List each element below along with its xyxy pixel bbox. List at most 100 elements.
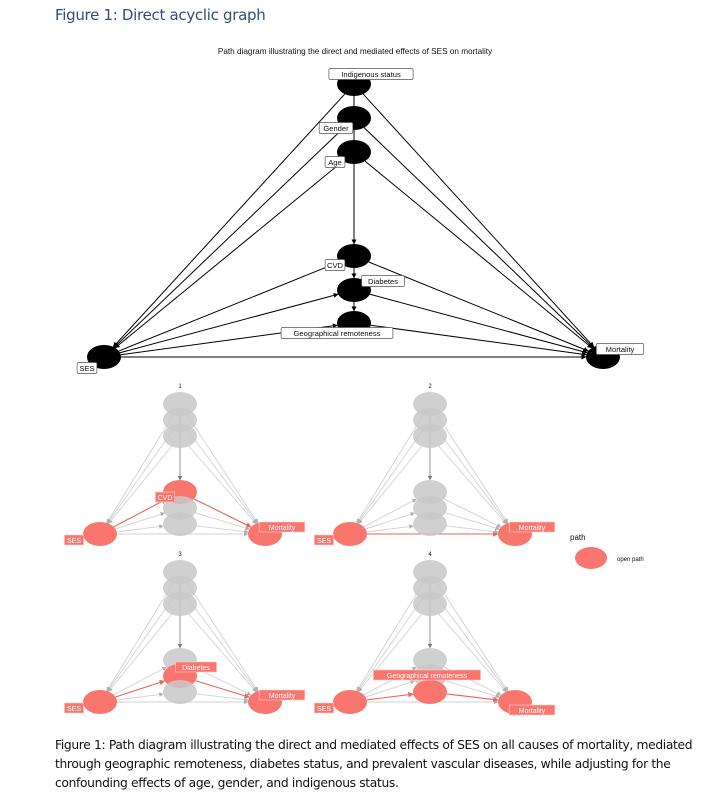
svg-text:Gender: Gender bbox=[323, 124, 349, 133]
node-label-geo: Geographical remoteness bbox=[280, 327, 394, 339]
svg-text:Mortality: Mortality bbox=[606, 345, 635, 354]
panel-number: 2 bbox=[428, 384, 432, 390]
panel-node-age bbox=[413, 592, 447, 616]
panel-edge-ses-geo bbox=[366, 524, 414, 533]
edge-diabetes-mortality bbox=[369, 293, 588, 354]
panel-node-geo bbox=[163, 680, 197, 704]
svg-text:CVD: CVD bbox=[327, 261, 344, 270]
panel-label-geo: Geographical remoteness bbox=[373, 669, 481, 681]
svg-text:SES: SES bbox=[67, 706, 81, 713]
panel-edge-age-mortality bbox=[438, 445, 507, 525]
panel-edge-ses-geo bbox=[366, 691, 414, 701]
panel-label-mortality: Mortality bbox=[508, 704, 556, 716]
panel-label-cvd: CVD bbox=[155, 491, 175, 503]
panel-node-age bbox=[163, 424, 197, 448]
panel-label-mortality: Mortality bbox=[508, 521, 556, 533]
panel-node-geo bbox=[413, 680, 447, 704]
node-label-age: Age bbox=[324, 156, 346, 168]
legend-title: path bbox=[570, 533, 586, 542]
panel-edge-indigenous-mortality bbox=[186, 582, 259, 692]
edge-indigenous-ses bbox=[112, 93, 346, 348]
legend: path open path bbox=[570, 533, 644, 569]
panel-edge-ses-cvd bbox=[113, 666, 167, 696]
panel-node-geo bbox=[413, 512, 447, 536]
edge-age-ses bbox=[114, 160, 344, 349]
panel-edge-age-ses bbox=[358, 446, 422, 524]
panel-number: 1 bbox=[178, 384, 182, 390]
panel-edge-gender-ses bbox=[357, 430, 423, 524]
edge-indigenous-mortality bbox=[362, 93, 595, 348]
panel-edge-ses-cvd bbox=[363, 498, 417, 528]
node-cvd bbox=[337, 244, 371, 268]
node-label-diabetes: Diabetes bbox=[361, 275, 405, 287]
panel-edge-diabetes-mortality bbox=[195, 512, 250, 531]
dag-figure: Path diagram illustrating the direct and… bbox=[64, 47, 645, 716]
panel-edge-gender-mortality bbox=[437, 598, 508, 692]
panel-edge-age-mortality bbox=[438, 613, 507, 693]
svg-text:Diabetes: Diabetes bbox=[182, 665, 210, 672]
edge-gender-mortality bbox=[363, 127, 594, 348]
panel-label-ses: SES bbox=[314, 534, 334, 546]
panel-edge-age-mortality bbox=[188, 613, 257, 693]
node-label-mortality: Mortality bbox=[595, 343, 645, 355]
panel-edge-indigenous-mortality bbox=[436, 414, 509, 524]
panel-edge-geo-mortality bbox=[196, 693, 249, 702]
svg-text:Indigenous status: Indigenous status bbox=[341, 70, 401, 79]
panel-label-mortality: Mortality bbox=[258, 521, 306, 533]
panel-edge-ses-cvd bbox=[113, 498, 167, 528]
node-label-gender: Gender bbox=[318, 122, 354, 134]
panel-edge-age-mortality bbox=[188, 445, 257, 525]
edge-ses-cvd bbox=[118, 261, 340, 352]
node-age bbox=[337, 140, 371, 164]
panel-edge-age-ses bbox=[108, 614, 172, 692]
panel-edge-age-ses bbox=[108, 446, 172, 524]
panel-node-ses bbox=[333, 690, 367, 714]
node-label-cvd: CVD bbox=[324, 259, 346, 271]
panel-edge-diabetes-mortality bbox=[195, 680, 250, 699]
panel-label-diabetes: Diabetes bbox=[175, 661, 217, 673]
panel-edge-ses-diabetes bbox=[365, 680, 415, 698]
panel-edge-ses-diabetes bbox=[365, 512, 415, 530]
svg-text:Age: Age bbox=[328, 158, 342, 167]
panel-node-age bbox=[163, 592, 197, 616]
panel-edge-geo-mortality bbox=[196, 525, 249, 534]
panel-number: 3 bbox=[178, 552, 182, 558]
svg-text:Diabetes: Diabetes bbox=[368, 277, 398, 286]
svg-text:Mortality: Mortality bbox=[519, 525, 546, 532]
panel-label-mortality: Mortality bbox=[258, 689, 306, 701]
edge-gender-ses bbox=[113, 127, 345, 348]
panel-edge-indigenous-ses bbox=[106, 582, 174, 692]
panel-edge-indigenous-ses bbox=[356, 582, 424, 692]
svg-text:Geographical remoteness: Geographical remoteness bbox=[387, 673, 468, 680]
panel-number: 4 bbox=[428, 552, 432, 558]
edge-cvd-mortality bbox=[368, 261, 589, 352]
panel-node-age bbox=[413, 424, 447, 448]
panel-edge-diabetes-mortality bbox=[445, 680, 500, 699]
svg-text:Mortality: Mortality bbox=[519, 708, 546, 715]
panel-edge-gender-mortality bbox=[437, 430, 508, 524]
panel-label-ses: SES bbox=[314, 702, 334, 714]
legend-item-open-path: open path bbox=[617, 557, 644, 563]
panel-node-ses bbox=[83, 522, 117, 546]
panel-edge-ses-geo bbox=[116, 524, 164, 533]
edge-ses-diabetes bbox=[119, 293, 339, 354]
figure-caption: Figure 1: Path diagram illustrating the … bbox=[55, 738, 693, 790]
panel-edge-ses-geo bbox=[116, 692, 164, 701]
path-panels: 1CVDSESMortality2SESMortality3DiabetesSE… bbox=[64, 384, 556, 716]
panel-edge-ses-diabetes bbox=[115, 679, 166, 698]
svg-text:Mortality: Mortality bbox=[269, 525, 296, 532]
panel-edge-gender-mortality bbox=[187, 430, 258, 524]
panel-edge-indigenous-ses bbox=[106, 414, 174, 524]
panel-edge-gender-ses bbox=[357, 598, 423, 692]
edge-geo-mortality bbox=[370, 324, 587, 357]
panel-edge-age-ses bbox=[358, 614, 422, 692]
panel-edge-cvd-mortality bbox=[193, 498, 252, 528]
panel-edge-gender-mortality bbox=[187, 598, 258, 692]
panel-node-geo bbox=[163, 512, 197, 536]
panel-edge-indigenous-mortality bbox=[436, 582, 509, 692]
panel-node-ses bbox=[333, 522, 367, 546]
